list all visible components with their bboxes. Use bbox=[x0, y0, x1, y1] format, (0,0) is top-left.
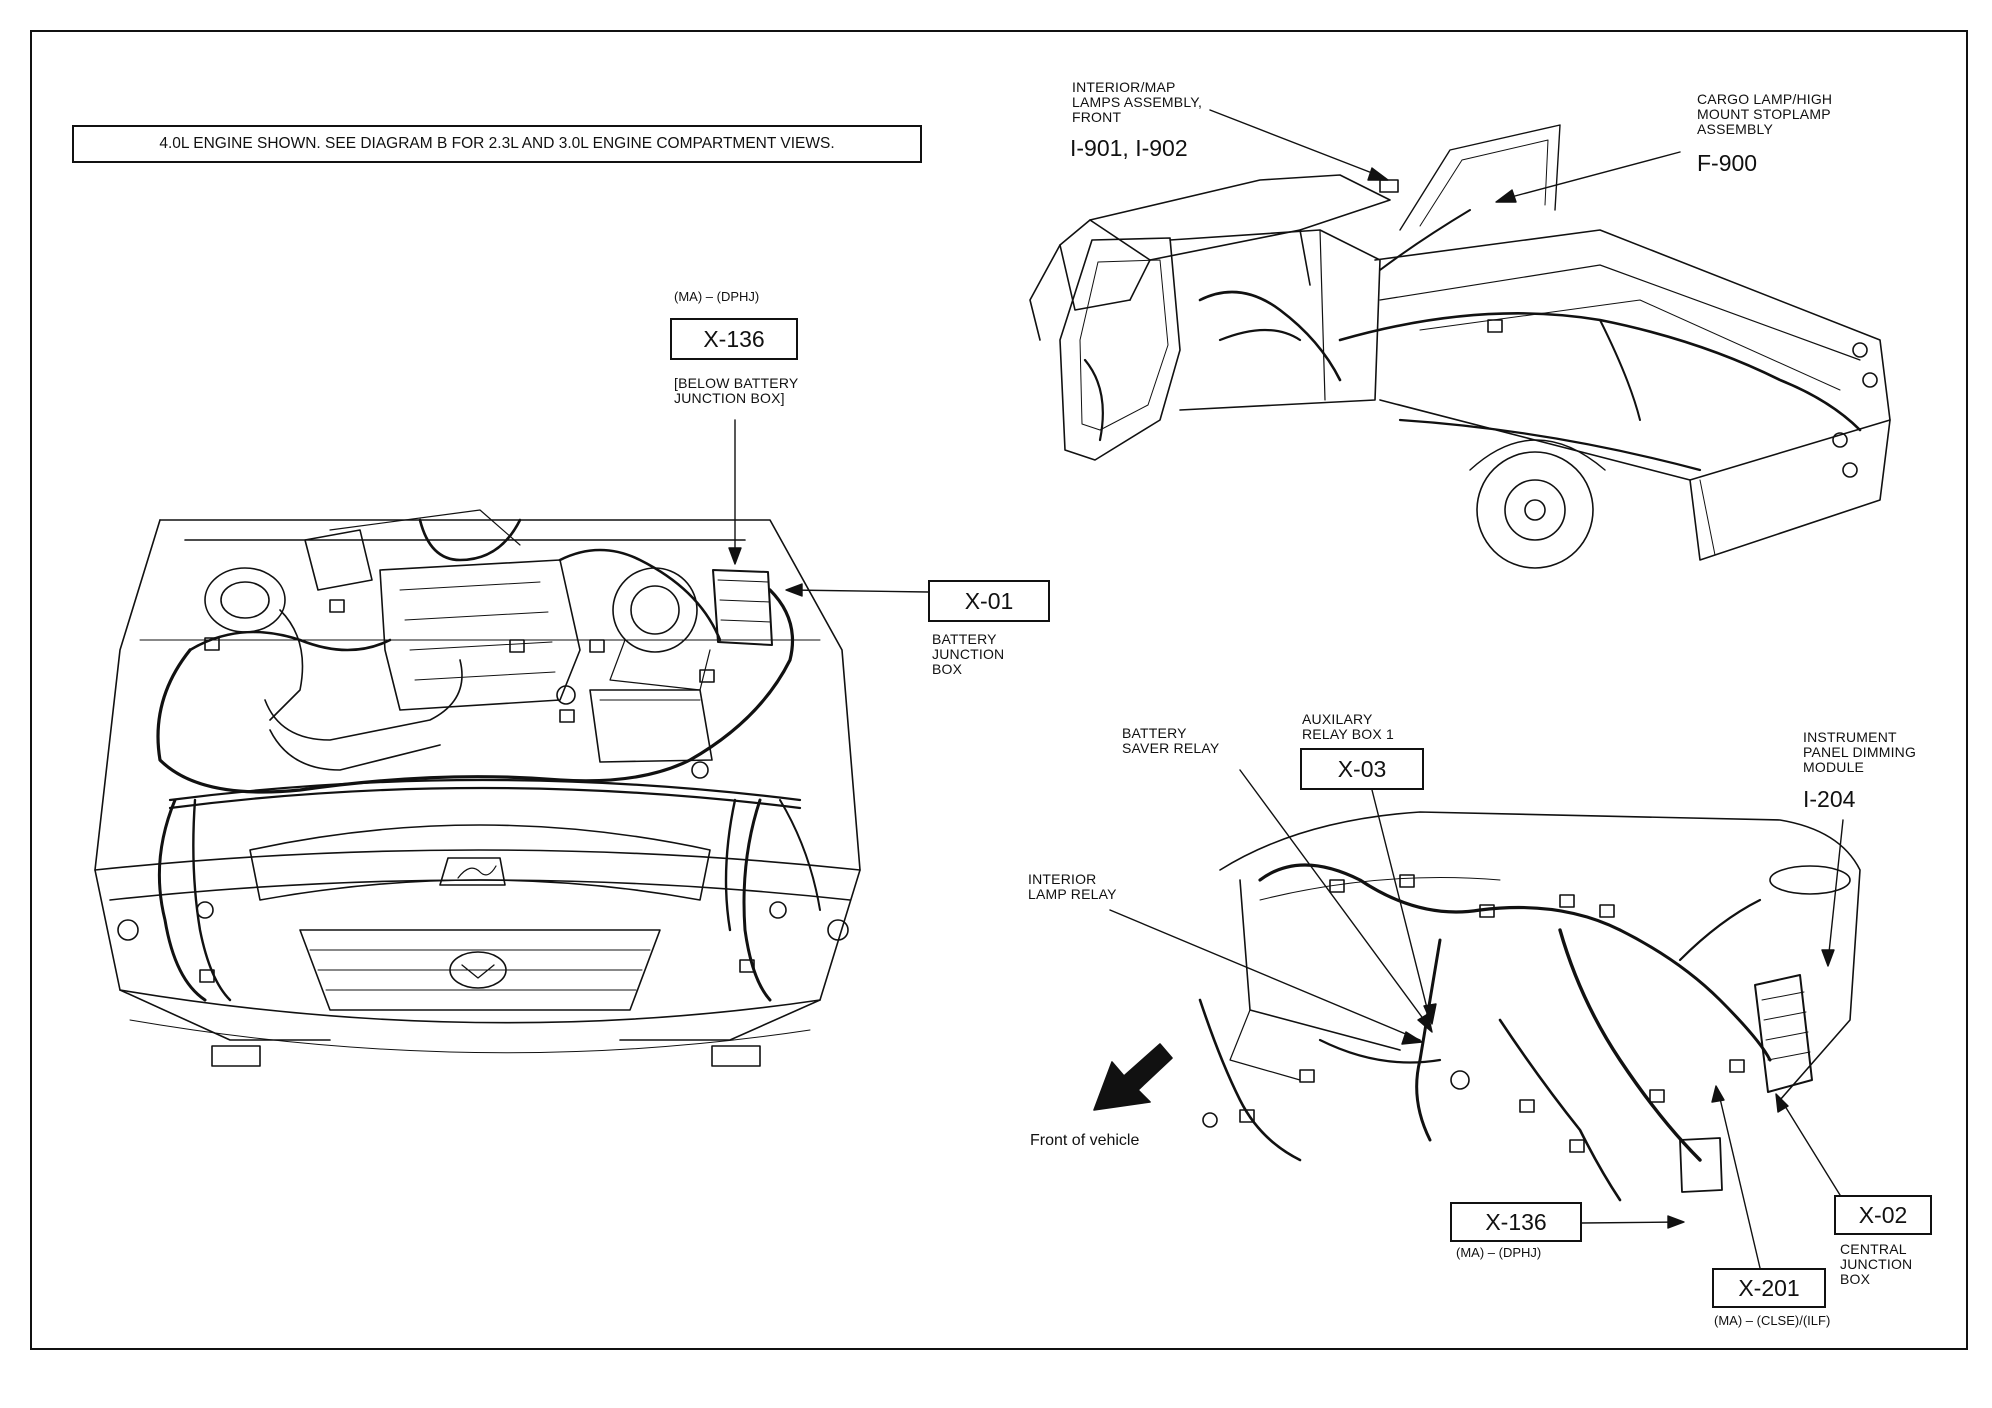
front-of-vehicle-label: Front of vehicle bbox=[1030, 1132, 1140, 1149]
interior-map-lamps-id: I-901, I-902 bbox=[1070, 135, 1188, 161]
dimming-module-id: I-204 bbox=[1803, 786, 1856, 812]
interior-map-lamps-desc: INTERIOR/MAP LAMPS ASSEMBLY, FRONT bbox=[1072, 79, 1203, 125]
cargo-lamp-id: F-900 bbox=[1697, 150, 1758, 176]
x136-engine-box: X-136 bbox=[670, 318, 798, 360]
x136-engine-desc: [BELOW BATTERY JUNCTION BOX] bbox=[674, 375, 799, 406]
x01-desc: BATTERY JUNCTION BOX bbox=[932, 631, 1005, 677]
x136-dash-box: X-136 bbox=[1450, 1202, 1582, 1242]
instrument-panel-drawing bbox=[1198, 811, 1861, 1202]
x02-desc: CENTRAL JUNCTION BOX bbox=[1840, 1241, 1913, 1287]
x01-box: X-01 bbox=[928, 580, 1050, 622]
diagram-frame bbox=[30, 30, 1968, 1350]
front-of-vehicle-arrow bbox=[1093, 1043, 1173, 1111]
x201-box: X-201 bbox=[1712, 1268, 1826, 1308]
leader-lines bbox=[728, 109, 1844, 1269]
battery-saver-relay-desc: BATTERY SAVER RELAY bbox=[1122, 725, 1220, 756]
x03-box: X-03 bbox=[1300, 748, 1424, 790]
dimming-module-desc: INSTRUMENT PANEL DIMMING MODULE bbox=[1803, 729, 1917, 775]
engine-note-box: 4.0L ENGINE SHOWN. SEE DIAGRAM B FOR 2.3… bbox=[72, 125, 922, 163]
x136-engine-code: (MA) – (DPHJ) bbox=[674, 289, 760, 304]
x02-box: X-02 bbox=[1834, 1195, 1932, 1235]
engine-compartment-drawing bbox=[94, 509, 861, 1067]
aux-relay-desc: AUXILARY RELAY BOX 1 bbox=[1302, 711, 1394, 742]
cargo-lamp-desc: CARGO LAMP/HIGH MOUNT STOPLAMP ASSEMBLY bbox=[1697, 91, 1833, 137]
interior-lamp-relay-desc: INTERIOR LAMP RELAY bbox=[1028, 871, 1117, 902]
x201-code: (MA) – (CLSE)/(ILF) bbox=[1714, 1313, 1831, 1328]
pickup-truck-drawing bbox=[1029, 124, 1891, 569]
x136-dash-code: (MA) – (DPHJ) bbox=[1456, 1245, 1542, 1260]
